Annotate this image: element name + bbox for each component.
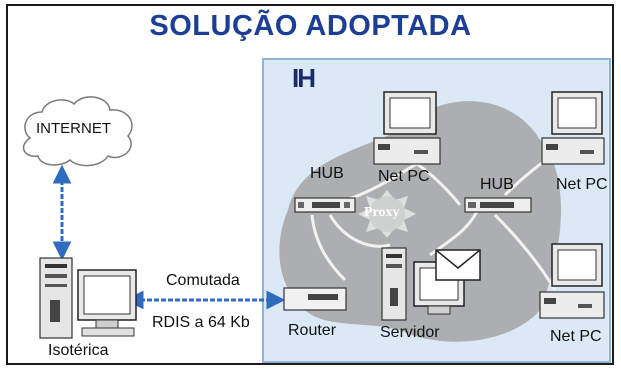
router-icon	[283, 287, 347, 311]
figure-title: SOLUÇÃO ADOPTADA	[149, 10, 472, 42]
netpc-bottom-right-label: Net PC	[550, 328, 602, 345]
hub-right-label: HUB	[480, 176, 514, 193]
isoterica-label: Isotérica	[48, 342, 109, 359]
rdis-link-arrow	[124, 290, 286, 310]
internet-cloud-icon	[22, 96, 133, 167]
hub-left-icon	[294, 197, 356, 213]
link-label-comutada: Comutada	[166, 272, 240, 289]
internet-label: INTERNET	[36, 120, 111, 137]
proxy-burst-icon	[358, 190, 416, 238]
isoterica-monitor-icon	[77, 269, 137, 337]
network-blob	[279, 101, 561, 342]
hub-right-icon	[464, 197, 532, 213]
netpc-top-right-icon	[541, 91, 605, 165]
envelope-icon	[435, 249, 481, 281]
netpc-bottom-right-icon	[539, 243, 605, 319]
netpc-top-mid-icon	[373, 91, 441, 165]
isoterica-tower-icon	[39, 257, 73, 339]
link-label-rdis: RDIS a 64 Kb	[152, 314, 250, 331]
hub-left-label: HUB	[310, 165, 344, 182]
internet-link-arrow	[52, 164, 72, 261]
proxy-label: Proxy	[364, 205, 400, 220]
ih-logo: IH	[292, 63, 316, 93]
servidor-label: Servidor	[380, 324, 440, 341]
netpc-top-right-label: Net PC	[556, 176, 608, 193]
servidor-tower-icon	[381, 247, 407, 321]
netpc-top-mid-label: Net PC	[378, 168, 430, 185]
router-label: Router	[288, 322, 337, 339]
